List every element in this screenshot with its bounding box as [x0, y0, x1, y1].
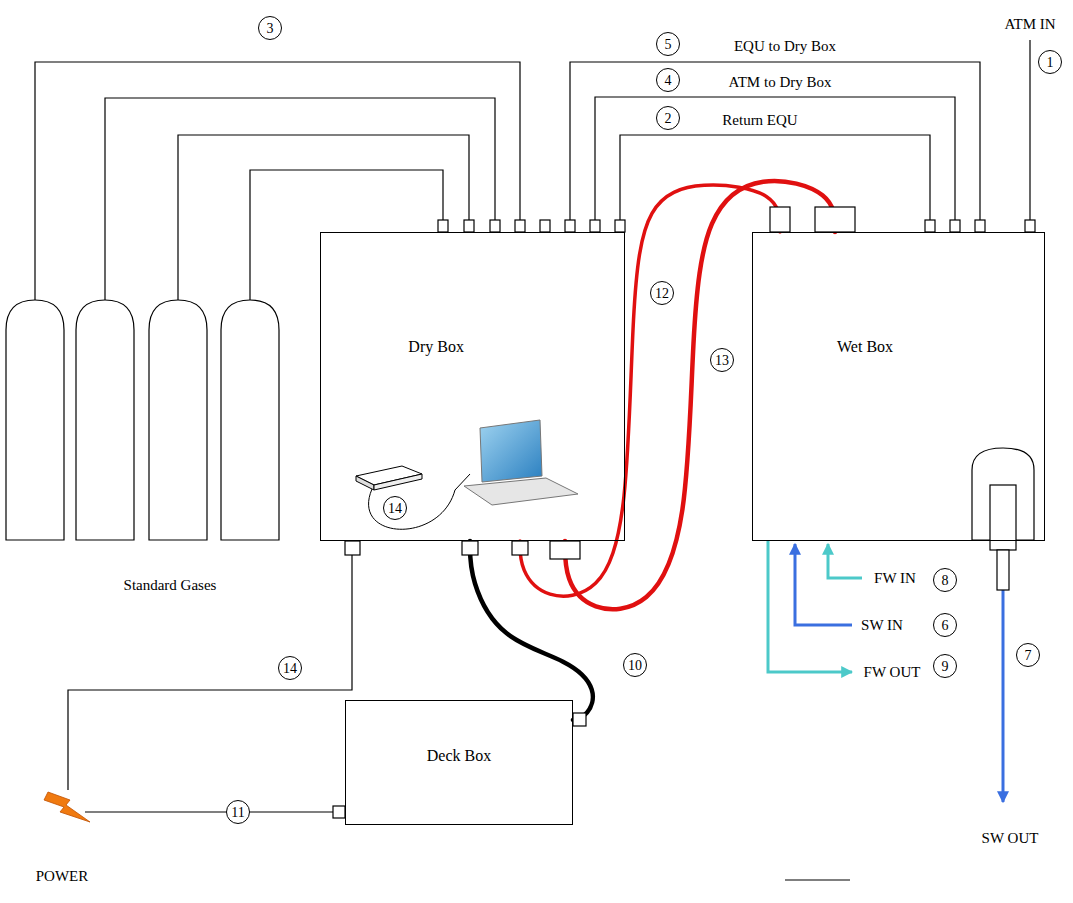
part-label: SW OUT [980, 830, 1041, 847]
callout-number: 9 [933, 654, 957, 678]
line-label: ATM to Dry Box [727, 74, 834, 91]
callout-number: 1 [1038, 50, 1062, 74]
interface-device [356, 466, 422, 490]
gas-tube [570, 62, 980, 232]
box-label: Dry Box [408, 338, 464, 356]
cable [565, 181, 835, 609]
box-label: Wet Box [837, 338, 893, 356]
callout-number: 5 [656, 32, 680, 56]
callout-number: 4 [656, 68, 680, 92]
laptop [464, 420, 578, 505]
water-lines [768, 541, 1003, 802]
dry-box: Dry Box [320, 232, 625, 541]
power-lines [68, 555, 352, 812]
callout-number: 11 [226, 800, 250, 824]
callout-number: 14 [278, 656, 302, 680]
callout-number: 10 [623, 653, 647, 677]
callout-number: 14 [383, 496, 407, 520]
line-label: EQU to Dry Box [732, 38, 838, 55]
part-label: POWER [34, 868, 91, 885]
cable [470, 541, 593, 720]
wet-box: Wet Box [752, 232, 1045, 541]
cable [520, 185, 780, 596]
scale-line [785, 879, 850, 880]
deck-box: Deck Box [345, 700, 573, 825]
filter-housing [972, 448, 1034, 590]
part-label: FW OUT [862, 664, 923, 681]
part-label: SW IN [859, 617, 905, 634]
callout-number: 12 [650, 281, 674, 305]
callout-number: 6 [933, 613, 957, 637]
callout-number: 8 [933, 568, 957, 592]
part-label: FW IN [872, 570, 918, 587]
callout-number: 2 [656, 106, 680, 130]
gas-lines [35, 40, 1030, 300]
callout-number: 3 [258, 16, 282, 40]
gas-cylinders [6, 300, 279, 540]
part-label: ATM IN [1002, 16, 1057, 33]
power-symbol [44, 792, 90, 822]
part-label: Standard Gases [122, 577, 219, 594]
line-label: Return EQU [720, 112, 799, 129]
callout-number: 13 [710, 348, 734, 372]
box-label: Deck Box [427, 747, 491, 765]
device-wire [369, 474, 470, 529]
gas-tube [620, 135, 930, 232]
callout-number: 7 [1016, 643, 1040, 667]
ports [333, 207, 1035, 818]
gas-tube [595, 97, 955, 232]
